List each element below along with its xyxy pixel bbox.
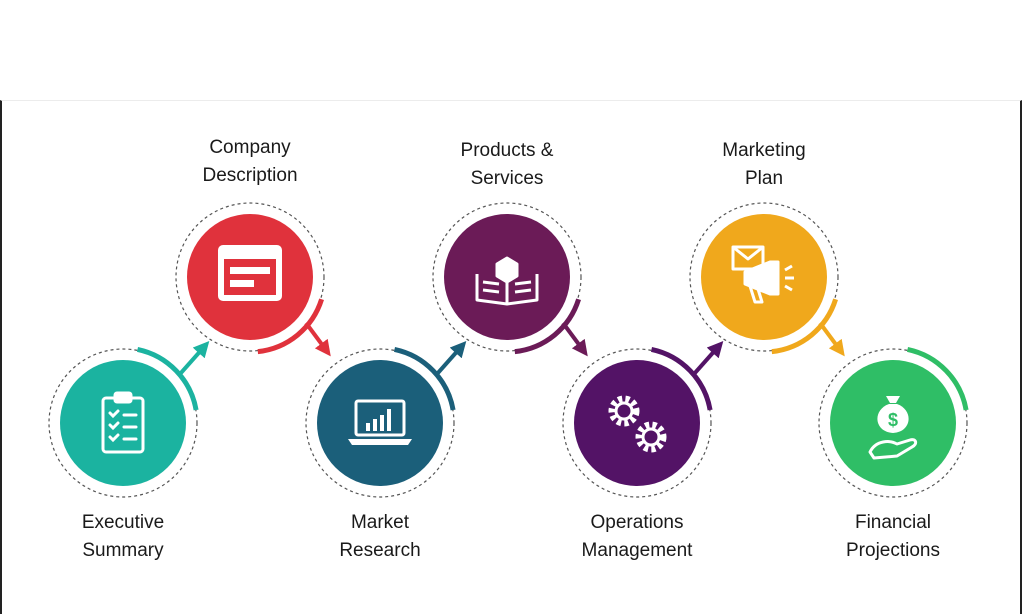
open-box-book-icon	[475, 256, 539, 306]
arrow-3-to-4	[435, 341, 467, 376]
laptop-chart-icon	[348, 399, 412, 445]
step-market-research	[305, 341, 467, 498]
arrow-2-to-3	[304, 321, 331, 357]
top-band	[0, 0, 1024, 100]
slide-frame	[0, 100, 1022, 614]
step-marketing-plan	[689, 202, 845, 357]
arrow-4-to-5	[561, 321, 588, 357]
arrow-6-to-7	[818, 321, 845, 357]
step-products-services	[432, 202, 588, 357]
megaphone-envelope-icon	[731, 245, 794, 304]
svg-text:$: $	[888, 410, 898, 430]
browser-window-icon	[218, 245, 282, 301]
money-bag-hand-icon: $	[868, 396, 918, 460]
step-executive-summary	[48, 341, 210, 498]
step-label-products-services: Products &Services	[460, 140, 554, 189]
gears-icon	[608, 395, 667, 453]
step-financial-projections: $	[818, 346, 969, 498]
step-company-description	[175, 202, 331, 357]
step-operations-management	[562, 341, 724, 498]
arrow-5-to-6	[692, 341, 724, 376]
clipboard-checklist-icon	[101, 391, 145, 454]
step-5-circle	[574, 360, 700, 486]
step-1-circle	[60, 360, 186, 486]
arrow-1-to-2	[178, 341, 210, 376]
